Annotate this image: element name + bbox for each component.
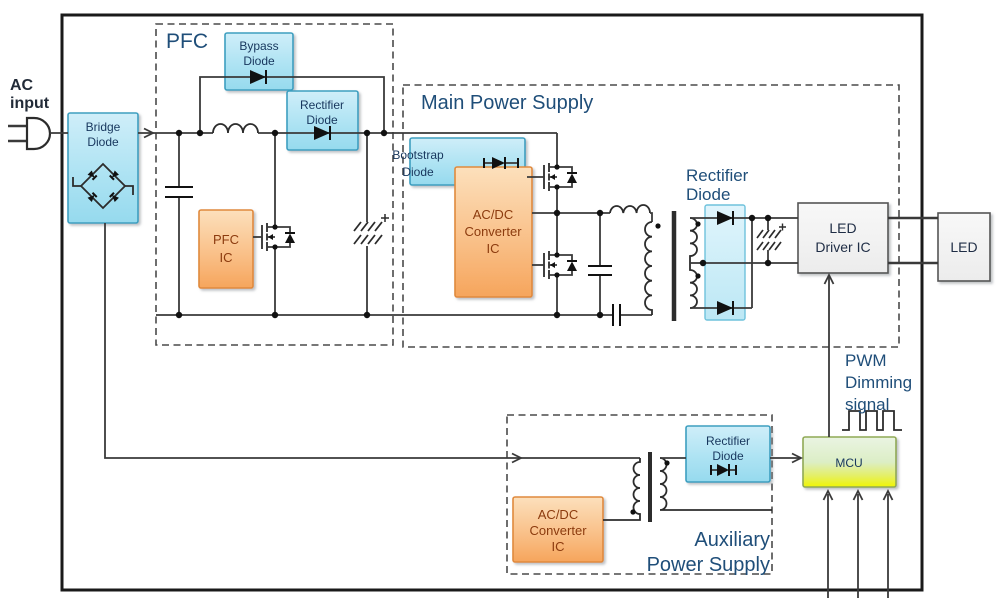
components [72, 70, 902, 476]
aux-rectifier-diode-icon [710, 464, 737, 476]
led-label: LED [950, 239, 977, 255]
pwm-label-line1: PWM [845, 351, 887, 370]
bootstrap-diode-icon [483, 157, 519, 169]
pwm-label-line2: Dimming [845, 373, 912, 392]
led-driver-label-line2: Driver IC [815, 239, 870, 255]
wire-bypass-loop [199, 76, 385, 133]
arrowheads [143, 127, 894, 501]
bridge-diode-label-line1: Bridge [86, 120, 121, 134]
junction-dots [175, 129, 772, 515]
main-rectifier-label-line1: Rectifier [686, 166, 749, 185]
pfc-rectifier-label-line1: Rectifier [300, 98, 344, 112]
main-rectifier-label-line2: Diode [686, 185, 730, 204]
wire-to-primary [650, 212, 653, 222]
led-block [937, 212, 991, 282]
pfc-rectifier-diode-block [286, 90, 359, 151]
pfc-rectifier-diode-icon [314, 126, 331, 140]
bypass-diode-block [224, 32, 294, 91]
aux-acdc-label-line3: IC [552, 539, 565, 554]
bridge-diode-label-line2: Diode [87, 135, 119, 149]
output-capacitor-icon [756, 223, 786, 251]
pfc-section-label: PFC [166, 30, 208, 53]
main-acdc-label-line3: IC [487, 241, 500, 256]
wire-driver-to-led [888, 216, 938, 265]
main-acdc-label-line2: Converter [464, 224, 522, 239]
main-transformer-icon [644, 211, 698, 321]
pfc-rectifier-label-line2: Diode [306, 113, 338, 127]
pfc-inductor-icon [212, 123, 259, 134]
main-rectifier-diode-bottom-icon [717, 301, 734, 315]
led-driver-ic-block [797, 202, 889, 274]
main-power-supply-label: Main Power Supply [421, 92, 593, 114]
bypass-diode-label-line2: Diode [243, 54, 275, 68]
aux-acdc-converter-ic-block [512, 496, 604, 563]
ac-plug-icon [8, 116, 68, 151]
wire-mcu-feedback-lines [827, 494, 889, 598]
pfc-ic-label-line2: IC [220, 250, 233, 265]
main-capacitor-icon [588, 265, 612, 276]
bypass-diode-icon [250, 70, 267, 84]
pfc-ic-block [198, 209, 254, 289]
ac-input-label-line1: AC [10, 77, 34, 94]
bootstrap-diode-label-line2: Diode [402, 165, 434, 179]
lowside-mosfet-icon [532, 213, 577, 315]
aux-rectifier-diode-block [685, 425, 771, 483]
resonant-capacitor-icon [612, 304, 621, 326]
aux-acdc-label-line2: Converter [529, 523, 587, 538]
pfc-ic-label-line1: PFC [213, 232, 239, 247]
main-power-supply-section-box [402, 84, 900, 348]
aux-rectifier-label-line1: Rectifier [706, 434, 750, 448]
block-boxes [67, 32, 991, 563]
bridge-rectifier-icon [72, 162, 134, 210]
auxiliary-power-supply-section-box [506, 414, 773, 575]
pwm-label-line3: signal [845, 395, 889, 414]
bridge-diode-block [67, 112, 139, 224]
aux-rectifier-label-line2: Diode [712, 449, 744, 463]
wire-bridge-to-aux [104, 223, 640, 459]
bypass-diode-label-line1: Bypass [239, 39, 278, 53]
aux-transformer-icon [603, 452, 772, 522]
bootstrap-diode-label-line1: Bootstrap [392, 148, 444, 162]
square-wave-icon [842, 410, 902, 431]
pfc-mosfet-icon [253, 133, 295, 315]
main-acdc-label-line1: AC/DC [473, 207, 513, 222]
aux-acdc-label-line1: AC/DC [538, 507, 578, 522]
aux-section-label-line1: Auxiliary [694, 529, 770, 551]
mcu-label: MCU [835, 456, 862, 470]
highside-mosfet-icon [527, 133, 577, 213]
pfc-bulk-capacitor-icon [353, 214, 389, 245]
labels: AC input PFC Main Power Supply Auxiliary… [10, 30, 978, 576]
led-driver-label-line1: LED [829, 220, 856, 236]
main-rectifier-diode-top-icon [717, 211, 734, 225]
pfc-section-box [155, 23, 394, 346]
wires [8, 76, 938, 598]
aux-section-label-line2: Power Supply [647, 554, 770, 576]
outer-system-border [60, 13, 924, 592]
mcu-block [802, 436, 897, 488]
ac-input-label-line2: input [10, 95, 50, 112]
main-inductor-icon [609, 204, 651, 214]
pfc-input-capacitor-icon [165, 186, 193, 198]
